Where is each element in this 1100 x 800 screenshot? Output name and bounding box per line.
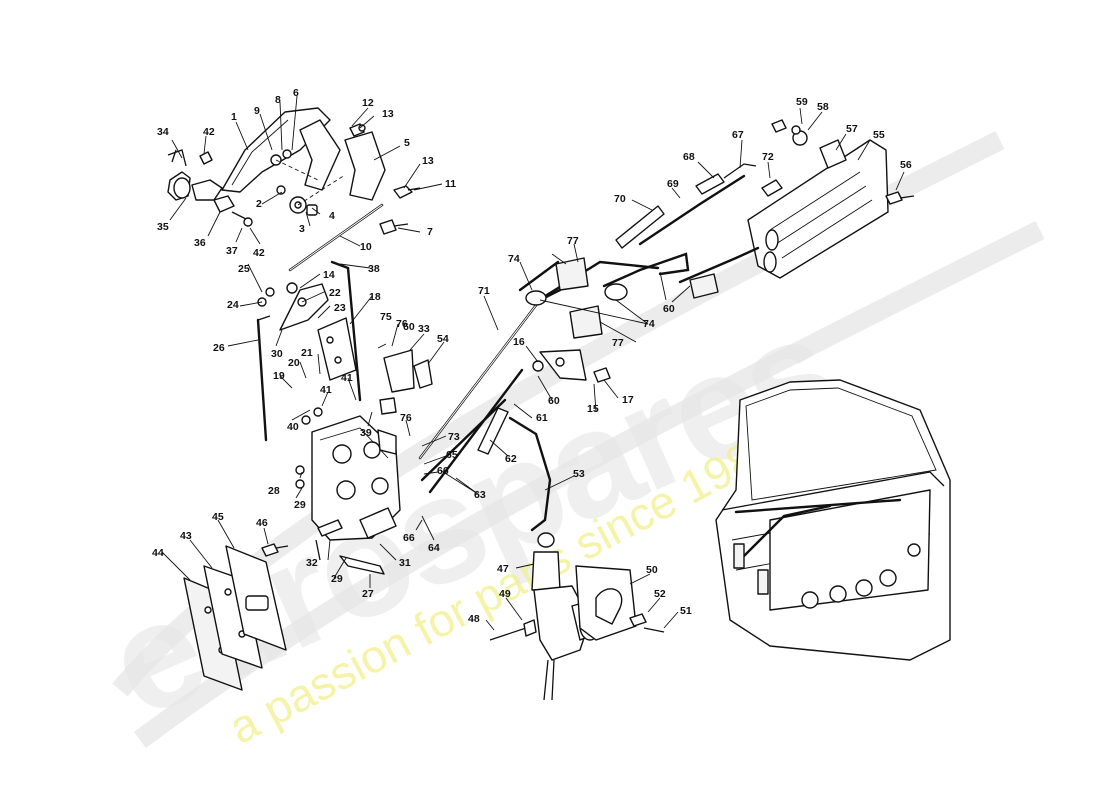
door-illustration <box>715 379 951 661</box>
callout-63: 63 <box>474 489 486 501</box>
leader-lines <box>161 95 905 631</box>
callout-10: 10 <box>360 241 372 253</box>
callout-74a: 74 <box>508 253 520 265</box>
callout-34: 34 <box>157 126 169 138</box>
callout-18: 18 <box>369 291 381 303</box>
callout-77a: 77 <box>567 235 579 247</box>
callout-8: 8 <box>275 94 281 106</box>
callout-47: 47 <box>497 563 509 575</box>
callout-41b: 41 <box>341 372 353 384</box>
callout-20: 20 <box>288 357 300 369</box>
callout-28: 28 <box>268 485 280 497</box>
callout-23: 23 <box>334 302 346 314</box>
callout-13a: 13 <box>382 108 394 120</box>
callout-26: 26 <box>213 342 225 354</box>
callout-32: 32 <box>306 557 318 569</box>
callout-27: 27 <box>362 588 374 600</box>
callout-45: 45 <box>212 511 224 523</box>
callout-29a: 29 <box>294 499 306 511</box>
callout-37: 37 <box>226 245 238 257</box>
callout-73: 73 <box>448 431 460 443</box>
callout-54: 54 <box>437 333 449 345</box>
callout-49: 49 <box>499 588 511 600</box>
callout-42a: 42 <box>203 126 215 138</box>
callout-53: 53 <box>573 468 585 480</box>
callout-60b: 60 <box>663 303 675 315</box>
striker-plates <box>183 543 289 691</box>
callout-24: 24 <box>227 299 239 311</box>
handle-assembly <box>221 107 421 235</box>
callout-17: 17 <box>622 394 634 406</box>
callout-48: 48 <box>468 613 480 625</box>
callout-31: 31 <box>399 557 411 569</box>
callout-60c: 60 <box>403 321 415 333</box>
callout-39: 39 <box>360 427 372 439</box>
callout-65: 65 <box>446 449 458 461</box>
callout-25: 25 <box>238 263 250 275</box>
callout-41a: 41 <box>320 384 332 396</box>
callout-40: 40 <box>287 421 299 433</box>
callout-70: 70 <box>614 193 626 205</box>
callout-1: 1 <box>231 111 237 123</box>
callout-11: 11 <box>445 178 456 190</box>
callout-57: 57 <box>846 123 858 135</box>
callout-59: 59 <box>796 96 808 108</box>
callout-35: 35 <box>157 221 169 233</box>
callout-15: 15 <box>587 403 599 415</box>
lock-actuator <box>489 532 665 701</box>
callout-76a: 76 <box>396 318 408 330</box>
callout-62: 62 <box>505 453 517 465</box>
callout-44: 44 <box>152 547 164 559</box>
callout-labels: 1 2 3 4 5 6 7 8 9 10 11 12 13 13 14 15 1… <box>152 87 912 625</box>
linkage-rods <box>383 252 690 532</box>
callout-50: 50 <box>646 564 658 576</box>
callout-68: 68 <box>683 151 695 163</box>
callout-38: 38 <box>368 263 380 275</box>
callout-51: 51 <box>680 605 692 617</box>
callout-64: 64 <box>428 542 440 554</box>
door-latch <box>295 397 401 575</box>
callout-12: 12 <box>362 97 374 109</box>
callout-5: 5 <box>404 137 410 149</box>
callout-16: 16 <box>513 336 525 348</box>
callout-13b: 13 <box>422 155 434 167</box>
callout-60a: 60 <box>548 395 560 407</box>
callout-42b: 42 <box>253 247 265 259</box>
callout-30: 30 <box>271 348 283 360</box>
callout-4: 4 <box>329 210 335 222</box>
callout-69: 69 <box>667 178 679 190</box>
callout-55: 55 <box>873 129 885 141</box>
callout-21: 21 <box>301 347 313 359</box>
key-cylinder <box>167 149 253 227</box>
callout-46: 46 <box>256 517 268 529</box>
callout-36: 36 <box>194 237 206 249</box>
callout-3: 3 <box>299 223 305 235</box>
callout-33: 33 <box>418 323 430 335</box>
callout-67: 67 <box>732 129 744 141</box>
callout-61: 61 <box>536 412 548 424</box>
callout-6: 6 <box>293 87 299 99</box>
callout-58: 58 <box>817 101 829 113</box>
callout-56: 56 <box>900 159 912 171</box>
callout-29b: 29 <box>331 573 343 585</box>
callout-43: 43 <box>180 530 192 542</box>
callout-2: 2 <box>256 198 262 210</box>
callout-71: 71 <box>478 285 490 297</box>
callout-77b: 77 <box>612 337 624 349</box>
callout-74b: 74 <box>643 318 655 330</box>
callout-66b: 66 <box>403 532 415 544</box>
callout-22: 22 <box>329 287 341 299</box>
callout-66a: 66 <box>437 465 449 477</box>
callout-72: 72 <box>762 151 774 163</box>
callout-9: 9 <box>254 105 260 117</box>
callout-52: 52 <box>654 588 666 600</box>
callout-75: 75 <box>380 311 392 323</box>
callout-14: 14 <box>323 269 335 281</box>
callout-76b: 76 <box>400 412 412 424</box>
outer-handle-assembly <box>615 119 915 299</box>
callout-7: 7 <box>427 226 433 238</box>
callout-19: 19 <box>273 370 285 382</box>
